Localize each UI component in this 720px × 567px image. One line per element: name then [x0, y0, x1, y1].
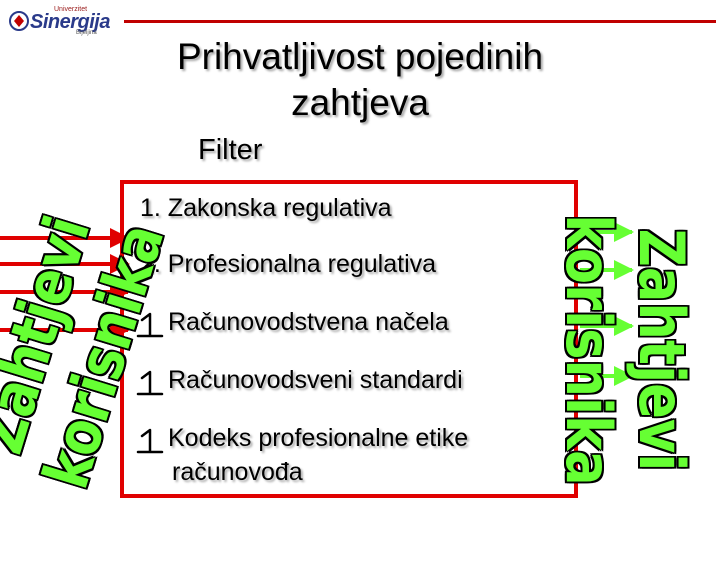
right-wordart: Zahtjevi korisnika: [552, 140, 698, 560]
logo-mark-icon: [9, 11, 29, 31]
logo-wordmark: Sinergija: [30, 11, 110, 33]
arrows-layer: [0, 222, 634, 386]
logo-top-text: Univerzitet: [54, 6, 88, 13]
slide-title: Prihvatljivost pojedinih zahtjeva: [120, 34, 600, 126]
numeral-one-icon: [136, 370, 164, 396]
list-item-code-of-ethics-continued: računovođa: [172, 458, 303, 486]
list-item-legal-regulation: 1. Zakonska regulativa: [140, 194, 392, 222]
filter-label: Filter: [198, 134, 263, 166]
numeral-one-icon: [136, 428, 164, 454]
logo-city: Bijeljina: [76, 30, 97, 36]
numeral-one-icon: [136, 312, 164, 338]
list-item-code-of-ethics: Kodeks profesionalne etike: [168, 424, 469, 452]
right-wordart-text: Zahtjevi korisnika: [552, 214, 698, 486]
title-line-2: zahtjeva: [291, 82, 429, 123]
list-item-accounting-standards: Računovodsveni standardi: [168, 366, 463, 394]
list-item-professional-regulation: 2. Profesionalna regulativa: [140, 250, 437, 278]
title-line-1: Prihvatljivost pojedinih: [176, 36, 544, 77]
header-rule: [124, 20, 716, 23]
list-item-accounting-principles: Računovodstvena načela: [168, 308, 449, 336]
university-logo: Univerzitet Sinergija Bijeljina: [8, 6, 120, 36]
